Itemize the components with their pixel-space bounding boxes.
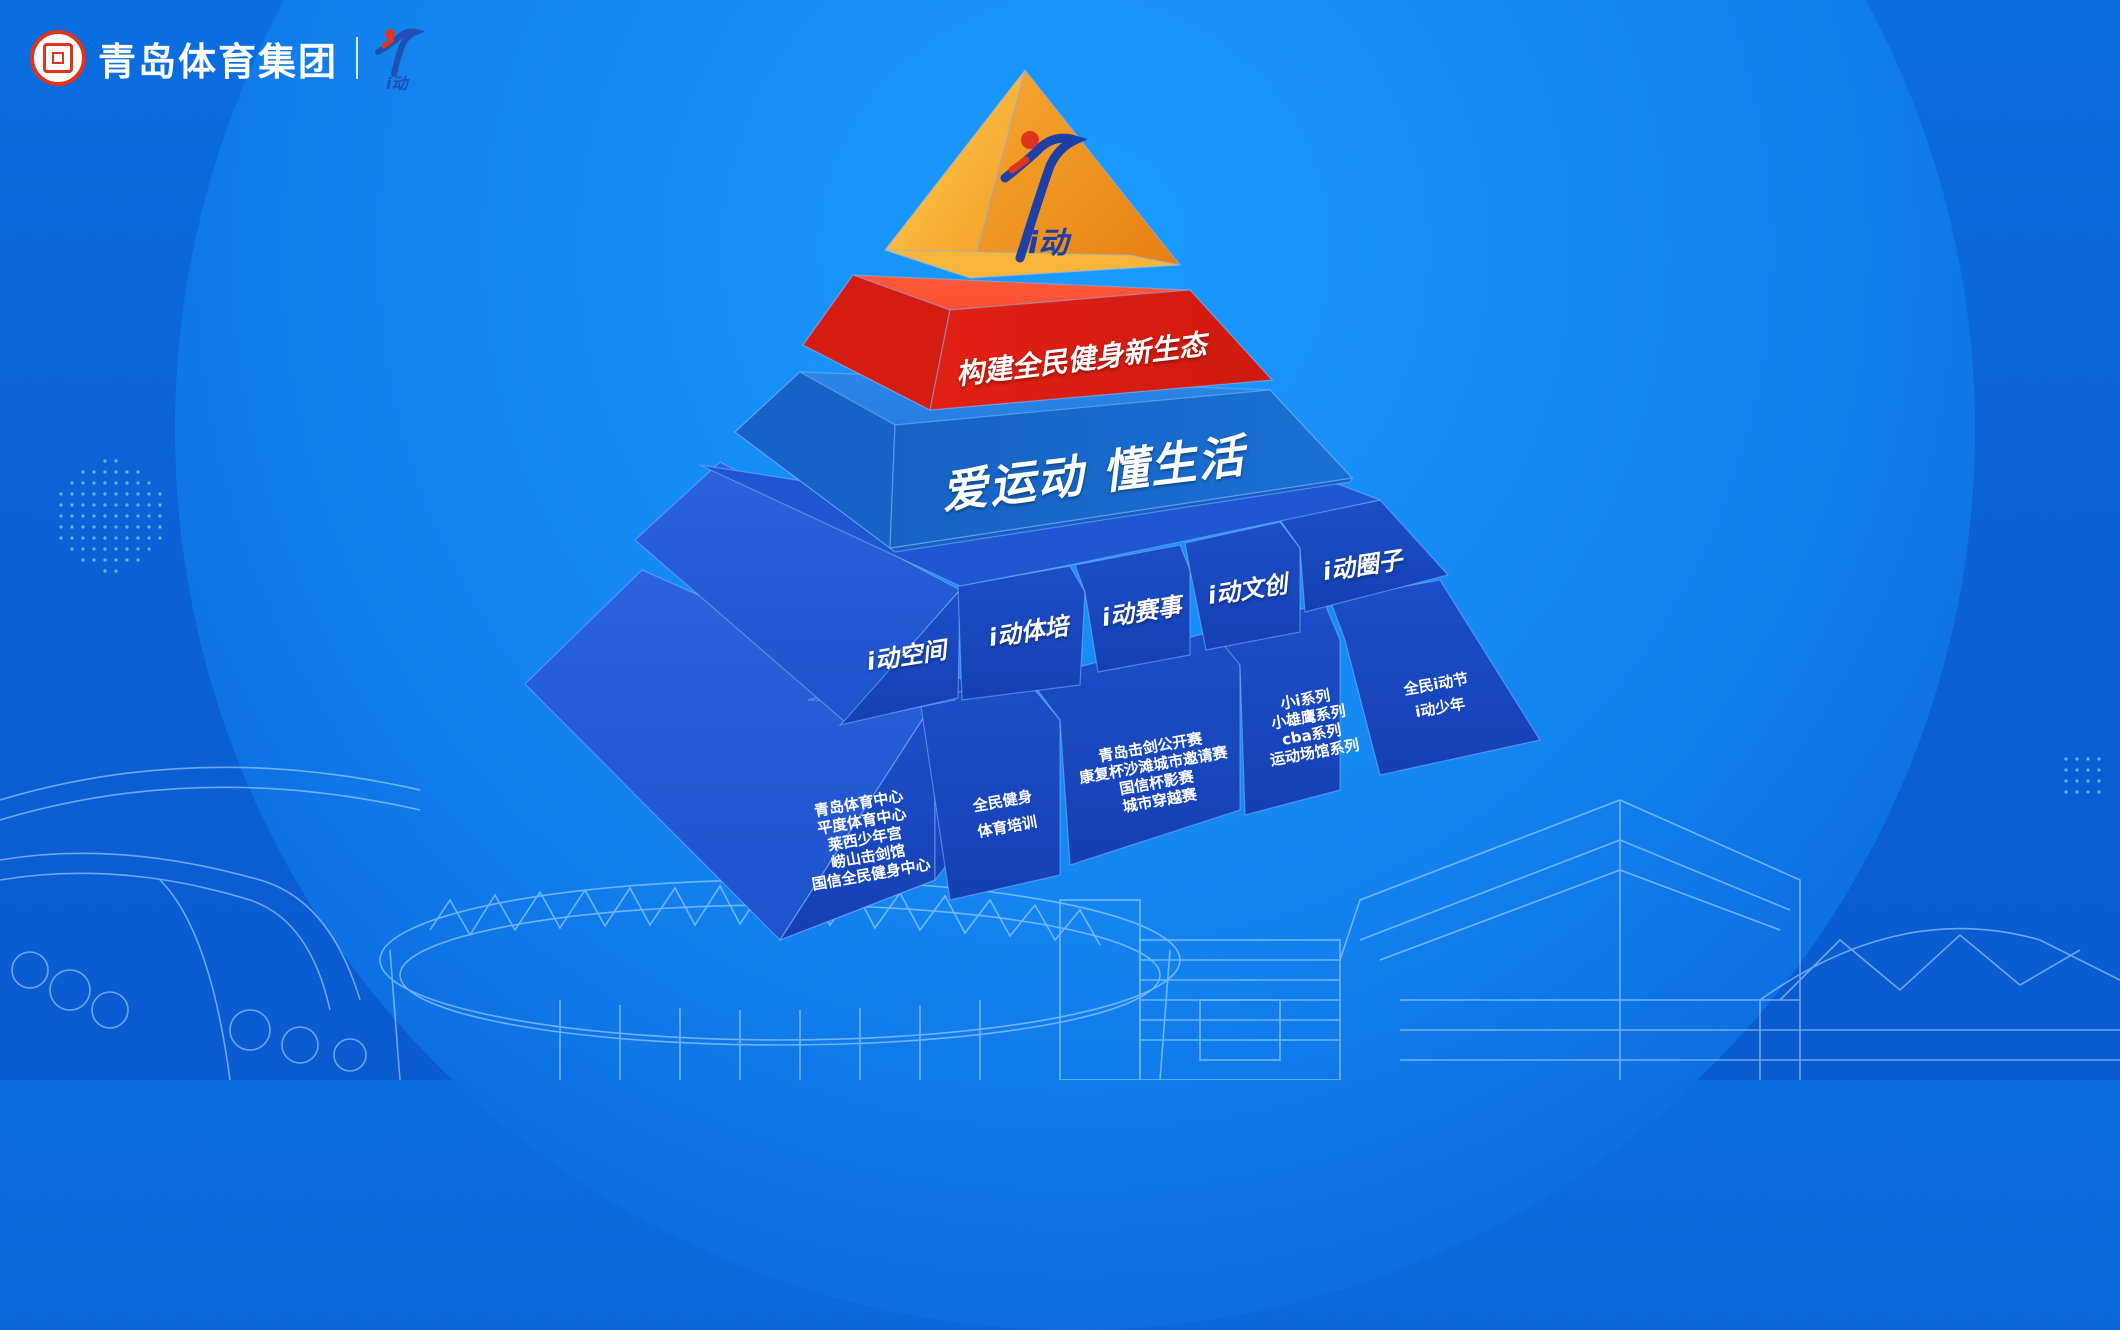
slogan-tier-front <box>889 389 1354 549</box>
brand-block-creative-face <box>1184 521 1301 651</box>
idong-logo-icon <box>1000 131 1088 263</box>
dot-grid-left <box>59 459 162 573</box>
logo-text: i动 <box>386 74 408 93</box>
idong-logo-icon: i动 <box>372 22 426 94</box>
dot-grid-right <box>2064 757 2101 794</box>
apex-logo-text: i动 <box>1028 226 1069 261</box>
seal-icon <box>30 30 86 86</box>
brand-block-space-face <box>838 588 961 727</box>
company-name: 青岛体育集团 <box>98 38 339 84</box>
brand-block-events-face <box>1074 544 1191 673</box>
brand-block-training-face <box>957 565 1086 701</box>
apex-base <box>884 249 1181 279</box>
pyramid-diagram <box>524 68 1541 942</box>
divider <box>356 37 359 79</box>
base-block-circle-face <box>1329 579 1541 776</box>
brand-header: 青岛体育集团 i动 <box>30 28 426 93</box>
ecology-tier-front <box>929 289 1274 411</box>
